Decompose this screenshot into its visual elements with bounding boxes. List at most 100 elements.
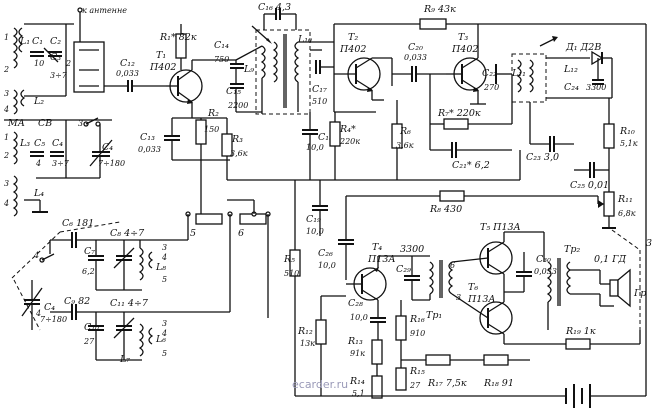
c20-label: C₂₀ <box>408 42 423 53</box>
c6-label: C₆ 181 <box>62 218 94 229</box>
r11-label: R₁₁ <box>617 194 633 205</box>
t6-name: T₆ <box>468 282 478 293</box>
c4-value: 3÷7 <box>52 159 70 168</box>
c23-label: C₂₃ 3,0 <box>526 152 559 163</box>
c12-label: C₁₂ <box>120 58 135 69</box>
c19-value: 10,0 <box>306 227 324 236</box>
c5-label: C₅ <box>34 138 45 149</box>
tr1-label: Тр₁ <box>426 310 442 321</box>
rf-stage: C₁₂ 0,033 R₁* 82к T₁ П402 R₂ 150 C₁₃ 0, <box>104 24 248 200</box>
d1-label: Д₁ Д2В <box>565 42 601 53</box>
c30-value: 0,033 <box>534 267 557 276</box>
c22-value: 270 <box>483 83 499 92</box>
r13-value: 91к <box>350 349 365 358</box>
c16-label: C₁₆ 4,3 <box>258 2 291 13</box>
r18-label: R₁₈ 91 <box>483 378 514 389</box>
c18-label: C₁₈ <box>318 132 333 143</box>
l12-label: L₁₂ <box>563 64 578 75</box>
c17-value: 510 <box>312 97 327 106</box>
r5-value: 510 <box>284 269 299 278</box>
c28-top-value: 3300 <box>400 244 424 255</box>
r5-label: R₅ <box>283 254 295 265</box>
r3-value: 3,6к <box>230 149 248 158</box>
c10-label: C₁₀ <box>84 322 99 333</box>
t4-type: П13А <box>367 254 396 265</box>
pin-5b-label: 5 <box>162 349 167 358</box>
switch-5-label: 5 <box>190 228 196 239</box>
t5-label: T₅ П13А <box>480 222 521 233</box>
c5-value: 4 <box>35 159 41 168</box>
switch-6-label: 6 <box>238 228 244 239</box>
c22-label: C₂₂ <box>482 68 497 79</box>
speaker-label: 0,1 ГД <box>594 254 626 265</box>
c11-label: C₁₁ 4÷7 <box>110 298 149 309</box>
r6-value: 3,6к <box>396 141 414 150</box>
c26-value: 10,0 <box>318 261 336 270</box>
c4-label: C₄ <box>52 138 63 149</box>
r6-label: R₆ <box>399 126 411 137</box>
t4-name: T₄ <box>372 242 382 253</box>
num-3-label: 3 <box>646 238 652 249</box>
c19-label: C₁₉ <box>306 214 321 225</box>
c8-label: C₈ 4÷7 <box>110 228 145 239</box>
t2-type: П402 <box>339 44 366 55</box>
c2-label: C₂ <box>50 36 61 47</box>
r15-label: R₁₅ <box>409 366 425 377</box>
watermark: ecarder.ru <box>292 378 348 391</box>
r4-value: 220к <box>339 137 360 146</box>
c4b-label: C₄ <box>102 142 113 153</box>
tr1-pin-3: 3 <box>456 293 461 302</box>
r17-label: R₁₇ 7,5к <box>427 378 467 389</box>
r7-label: R₇* 220к <box>437 108 481 119</box>
ma-label: МА <box>7 118 25 129</box>
pin-4b-label: 4 <box>3 199 9 208</box>
l6-label: L₆ <box>155 334 166 345</box>
c26-label: C₂₆ <box>318 248 333 259</box>
l2-label: L₂ <box>33 96 44 107</box>
antenna-label: к антенне <box>82 6 127 15</box>
r4-label: R₄* <box>339 124 356 135</box>
c13-value: 0,033 <box>138 145 161 154</box>
r1-label: R₁* 82к <box>159 32 197 43</box>
c7-label: C₇ <box>84 246 95 257</box>
l8-label: L₈ <box>155 262 166 273</box>
c1-value: 10 <box>34 59 44 68</box>
pin-3c-label: 3 <box>162 243 167 252</box>
t6-type: П13А <box>467 294 496 305</box>
pin-4c-label: 4 <box>33 251 39 260</box>
pin-1b-label: 1 <box>4 133 9 142</box>
input-section: к антенне 2 L₁ 1 2 C₁ 10 C₂ C₃ 3÷7 L₂ 3 … <box>3 6 127 331</box>
pin-3-label: 3 <box>4 89 9 98</box>
r8-label: R₈ 430 <box>429 204 462 215</box>
pin-3b-label: 3 <box>4 179 9 188</box>
r15-value: 27 <box>409 381 421 390</box>
t3-name: T₃ <box>458 32 468 43</box>
c25-label: C₂₅ 0,01 <box>570 180 609 191</box>
t2-name: T₂ <box>348 32 358 43</box>
r19-label: R₁₉ 1к <box>565 326 596 337</box>
t1-name: T₁ <box>156 50 166 61</box>
r14-value: 5,1 <box>352 389 365 398</box>
pin-4e-label: 4 <box>35 309 41 318</box>
c21-label: C₂₁* 6,2 <box>452 160 490 171</box>
c10-value: 27 <box>83 337 95 346</box>
if-transformer: C₁₄ 750 C₁₅ 2200 C₁₆ 4,3 L₉ L₁₀ <box>214 2 334 115</box>
c15-value: 2200 <box>227 101 248 110</box>
pin-4f-label: 4 <box>161 329 167 338</box>
pin-5-label: 5 <box>162 275 167 284</box>
c14-label: C₁₄ <box>214 40 229 51</box>
l4-label: L₄ <box>33 188 44 199</box>
c28-label: C₂₈ <box>348 298 363 309</box>
if-amplifiers: R₉ 43к T₂ П402 C₂₀ 0,033 T₃ П402 <box>333 4 638 229</box>
pin-1-label: 1 <box>4 33 9 42</box>
cb-label: СВ <box>38 118 52 129</box>
r14-label: R₁₄ <box>349 376 365 387</box>
c24-label: C₂₄ <box>564 82 579 93</box>
t3-type: П402 <box>451 44 478 55</box>
tr2-label: Тр₂ <box>564 244 580 255</box>
l3-label: L₃ <box>19 138 30 149</box>
r16-label: R₁₆ <box>409 314 425 325</box>
l9-label: L₉ <box>243 64 254 75</box>
pin-2c-label: 2 <box>3 151 9 160</box>
